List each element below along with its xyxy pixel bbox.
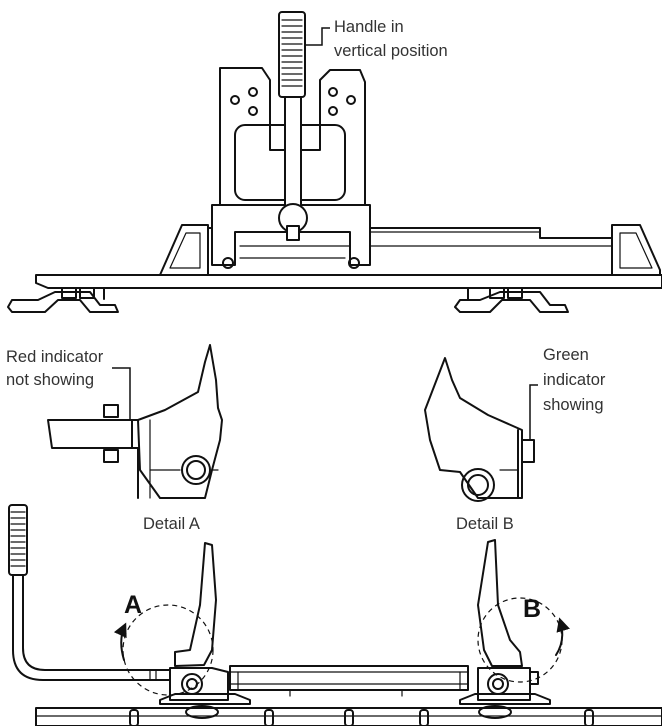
foot-right: [454, 287, 569, 313]
red-indicator-leader: [112, 367, 131, 420]
callout-a: A: [124, 591, 142, 619]
ground-plate: [35, 707, 662, 726]
housing-screw-right: [348, 257, 360, 269]
plate-holes: [230, 87, 356, 116]
base-bar: [35, 274, 662, 289]
detail-a-drawing: [47, 344, 223, 499]
bottom-side-view: [8, 504, 662, 726]
top-rail: [207, 227, 613, 276]
detail-a-caption: Detail A: [143, 515, 200, 533]
right-clamp-unit: [459, 539, 551, 705]
detail-b-drawing: [424, 357, 538, 502]
rotation-arrow-b: [555, 617, 570, 656]
callout-b: B: [523, 595, 541, 623]
handle-vertical: [278, 11, 308, 241]
clamp-housing: [211, 204, 371, 266]
handle-horizontal: [8, 504, 171, 681]
housing-screw-left: [222, 257, 234, 269]
detail-b-caption: Detail B: [456, 515, 514, 533]
handle-leader-line: [305, 27, 330, 46]
green-indicator-leader: [529, 384, 538, 440]
red-indicator-label: Red indicator not showing: [6, 348, 108, 389]
ground-pegs: [129, 705, 594, 726]
center-rail: [229, 665, 469, 697]
rotation-arrow-a: [113, 622, 127, 661]
rotation-circle-a: [122, 604, 214, 696]
green-indicator-label: Green indicator showing: [543, 346, 610, 414]
handle-label: Handle in vertical position: [334, 18, 448, 60]
top-view-assembly: [7, 11, 662, 313]
foot-left: [7, 287, 119, 313]
right-end-bracket: [611, 224, 661, 276]
